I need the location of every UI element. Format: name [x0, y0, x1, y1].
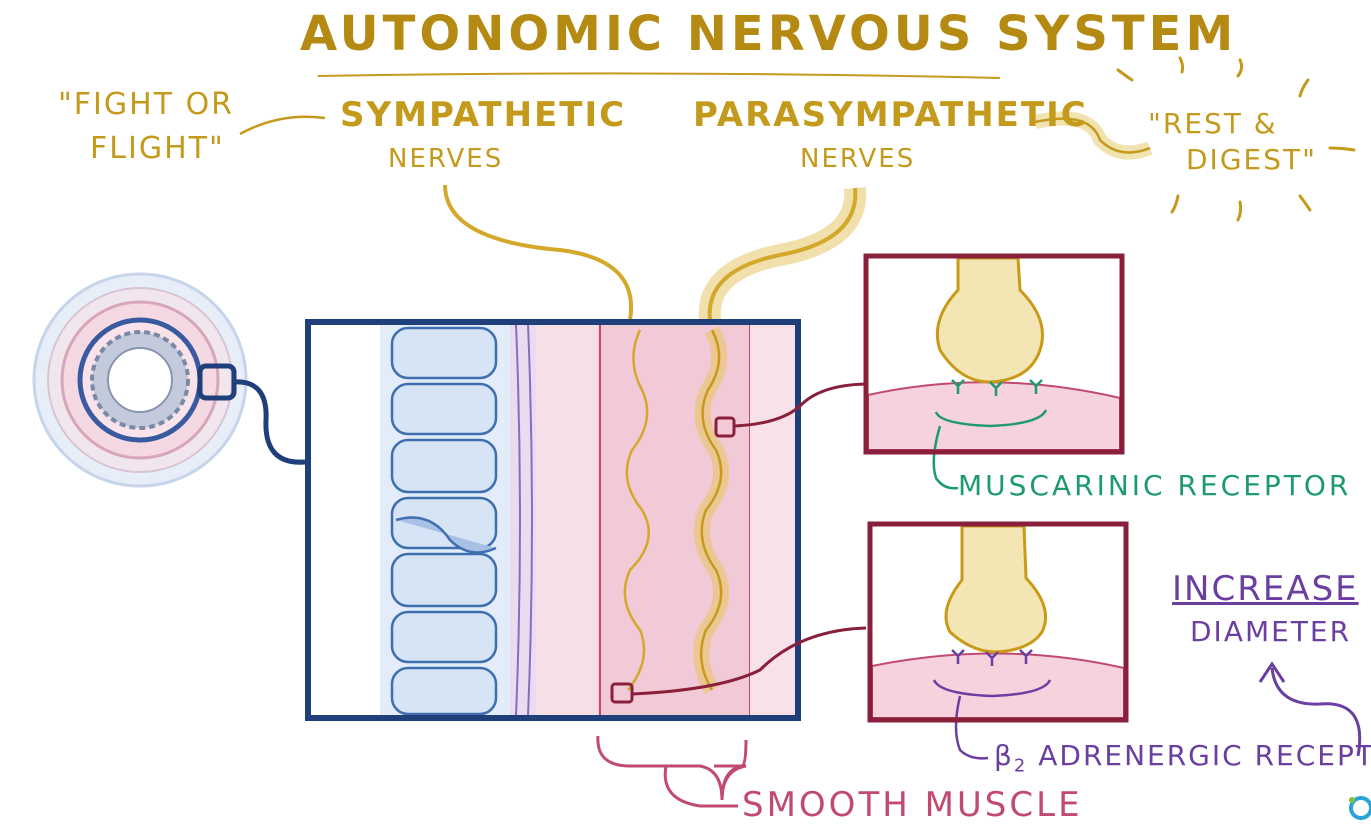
blood-vessel-cross-section-icon [34, 274, 305, 486]
parasympathetic-nerve [710, 188, 856, 320]
fight-connector [240, 117, 325, 134]
beta-inset [870, 524, 1126, 758]
fight-or-flight-line2: Flight" [90, 134, 225, 164]
sympathetic-nerve [445, 185, 631, 320]
sympathetic-label: Sympathetic [340, 98, 626, 132]
diameter-label: Diameter [1190, 618, 1351, 646]
beta2-adrenergic-receptor-label: β2 Adrenergic Receptor [994, 742, 1371, 776]
page-title: Autonomic Nervous System [300, 10, 1237, 58]
muscarinic-inset [866, 256, 1122, 488]
osmosis-logo-icon [1346, 792, 1371, 822]
smooth-muscle-label: Smooth Muscle [742, 788, 1083, 822]
beta-subscript: 2 [1014, 756, 1027, 777]
rest-and-digest-line1: "Rest & [1148, 110, 1278, 138]
title-underline [318, 73, 1000, 78]
muscarinic-receptor-label: Muscarinic Receptor [958, 472, 1351, 500]
beta-symbol: β [994, 739, 1014, 772]
fight-or-flight-line1: "Fight or [58, 90, 234, 120]
sympathetic-nerves-label: Nerves [388, 146, 503, 172]
vessel-wall-zoom [308, 322, 798, 718]
parasympathetic-label: Parasympathetic [693, 98, 1088, 132]
rest-and-digest-line2: Digest" [1186, 146, 1317, 174]
parasympathetic-nerves-label: Nerves [800, 146, 915, 172]
beta-label-text: Adrenergic Receptor [1027, 739, 1371, 772]
increase-label: Increase [1172, 572, 1359, 606]
